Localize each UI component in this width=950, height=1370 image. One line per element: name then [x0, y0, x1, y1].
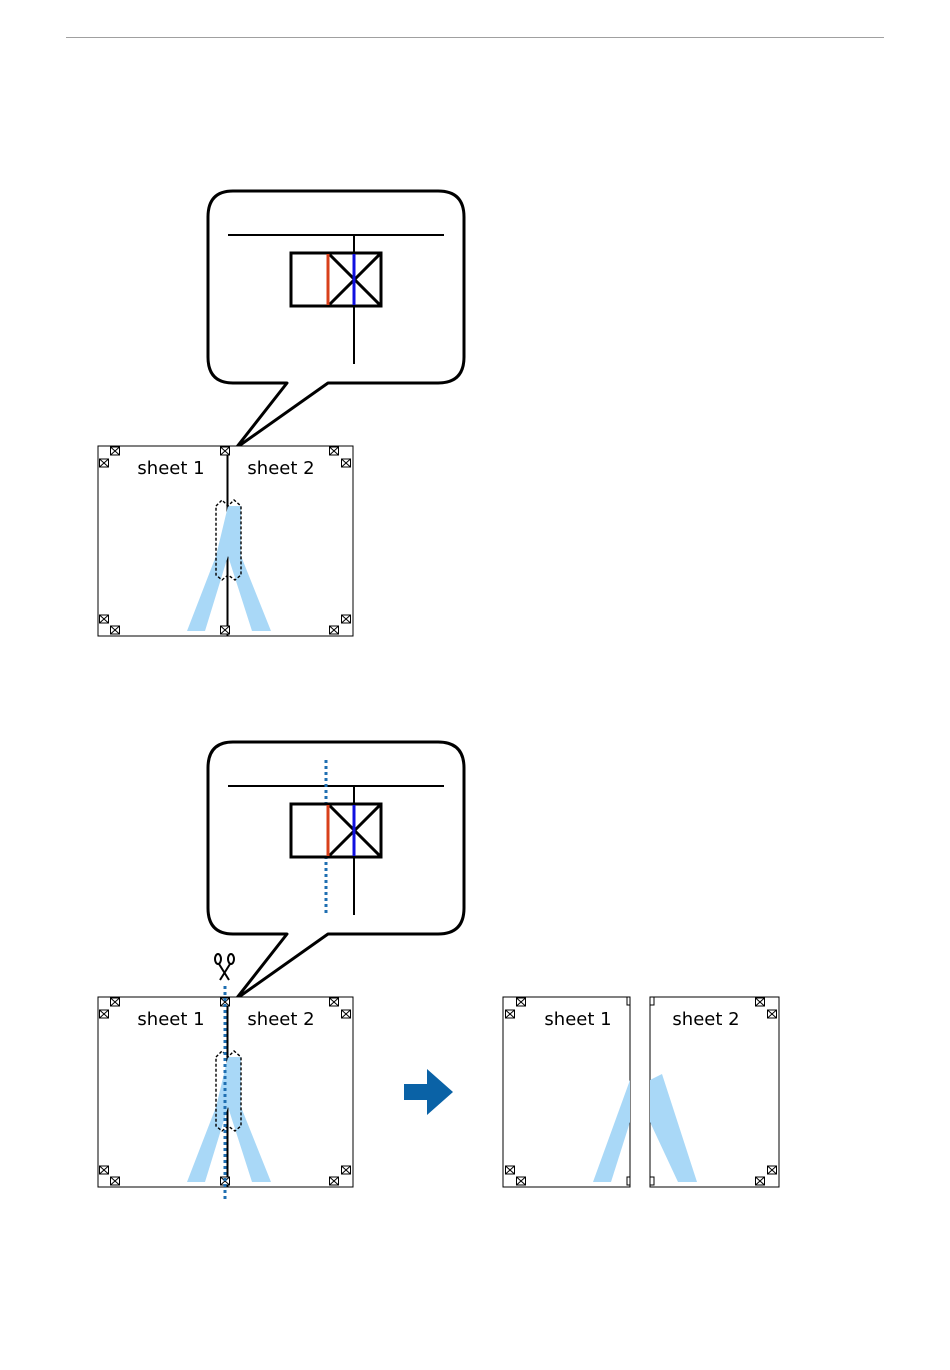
scissors-icon: [215, 954, 234, 980]
result-sheet-2-label: sheet 2: [672, 1009, 739, 1030]
result-sheet-1-label: sheet 1: [544, 1009, 611, 1030]
zoom-callout: [208, 742, 464, 999]
zoom-callout: [208, 191, 464, 448]
right-arrow-icon: [404, 1069, 453, 1115]
sheet-1-label: sheet 1: [137, 1009, 204, 1030]
sheet-2-label: sheet 2: [247, 1009, 314, 1030]
step-1: sheet 1 sheet 2: [98, 191, 464, 636]
step-2: sheet 1 sheet 2 sheet 1 sheet 2: [98, 742, 779, 1202]
result-sheet-1: sheet 1: [503, 997, 630, 1187]
sheet-1-label: sheet 1: [137, 458, 204, 479]
sheet-2-label: sheet 2: [247, 458, 314, 479]
result-sheet-2: sheet 2: [650, 997, 779, 1187]
